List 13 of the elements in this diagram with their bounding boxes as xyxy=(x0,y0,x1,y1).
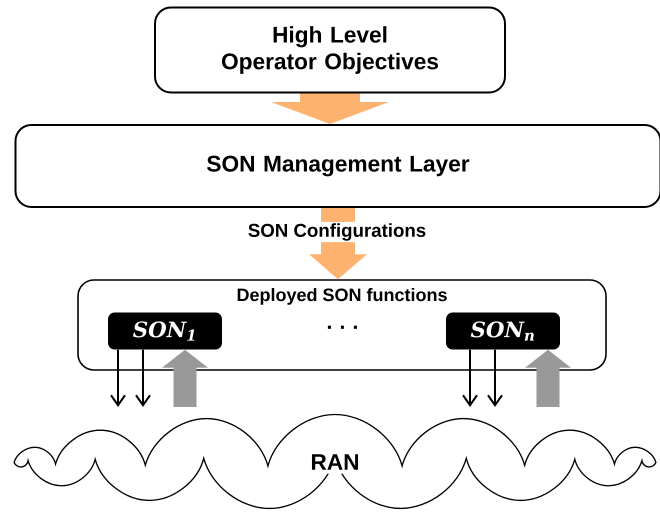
arrow xyxy=(487,350,503,407)
arrow xyxy=(110,350,126,407)
process-box: SON Management Layer xyxy=(14,124,660,208)
arrow xyxy=(162,350,208,407)
ellipsis: · · · xyxy=(328,326,357,329)
process-box: High Level Operator Objectives xyxy=(154,6,506,94)
arrow xyxy=(271,94,389,124)
arrow xyxy=(462,350,478,407)
edge-label: SON Configurations xyxy=(246,222,428,242)
function-box: SON$_{n}$ xyxy=(446,312,560,350)
arrow xyxy=(135,350,151,407)
function-box: SON$_{1}$ xyxy=(108,312,222,350)
arrow xyxy=(525,350,571,407)
